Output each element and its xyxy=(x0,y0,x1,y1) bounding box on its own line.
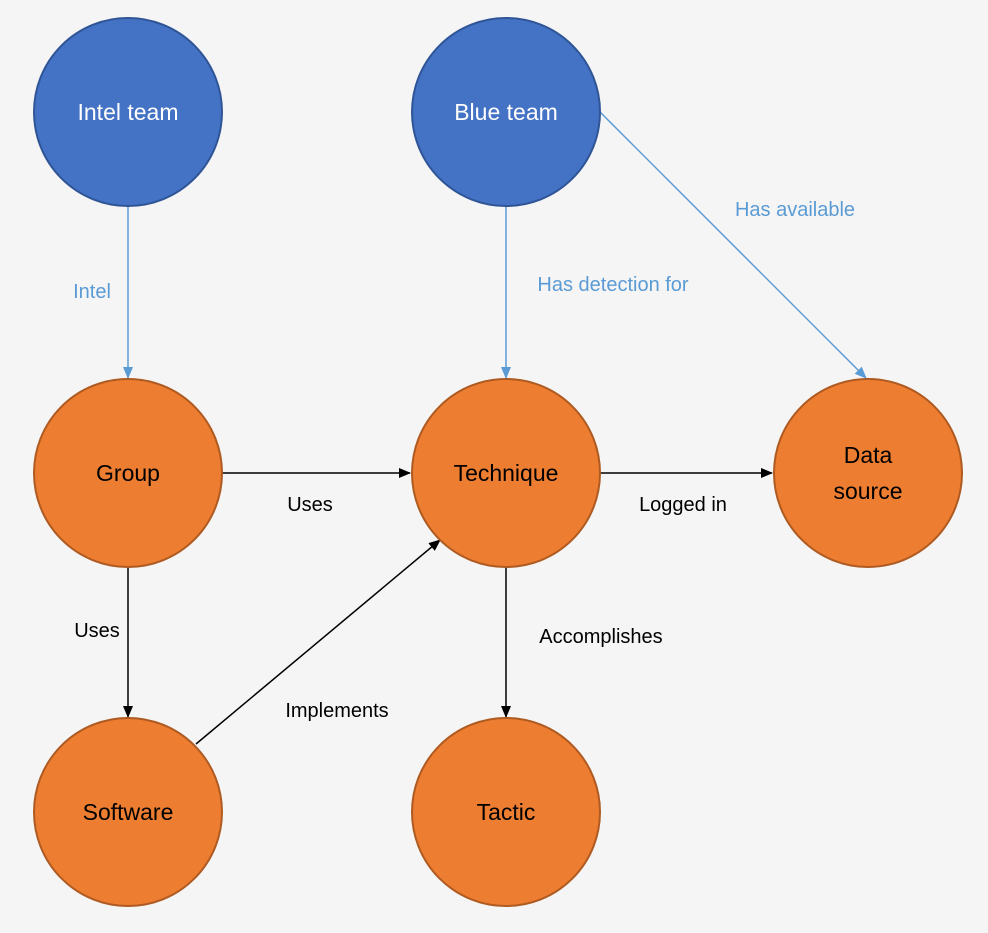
edge-label-logged-in: Logged in xyxy=(639,494,727,516)
node-tactic-label: Tactic xyxy=(477,799,536,825)
node-blue-team-label: Blue team xyxy=(454,99,558,125)
edge-label-group-uses-software: Uses xyxy=(74,620,120,642)
edge-label-implements: Implements xyxy=(285,700,388,722)
node-data-source: Data source xyxy=(773,378,963,568)
edge-label-has-detection-for: Has detection for xyxy=(537,274,689,296)
node-intel-team-label: Intel team xyxy=(78,99,179,125)
edge-label-accomplishes: Accomplishes xyxy=(539,626,662,648)
edge-label-has-available: Has available xyxy=(735,199,855,221)
edge-implements xyxy=(195,539,441,745)
node-blue-team: Blue team xyxy=(411,17,601,207)
edge-label-group-uses-technique: Uses xyxy=(287,494,333,516)
edge-label-intel: Intel xyxy=(73,281,111,303)
node-intel-team: Intel team xyxy=(33,17,223,207)
node-technique: Technique xyxy=(411,378,601,568)
node-group-label: Group xyxy=(96,460,160,486)
node-software: Software xyxy=(33,717,223,907)
node-software-label: Software xyxy=(83,799,174,825)
node-tactic: Tactic xyxy=(411,717,601,907)
edge-has-available xyxy=(599,111,867,379)
node-group: Group xyxy=(33,378,223,568)
node-data-source-label-line1: Data xyxy=(844,442,893,468)
node-data-source-label-line2: source xyxy=(833,478,902,504)
node-technique-label: Technique xyxy=(454,460,559,486)
